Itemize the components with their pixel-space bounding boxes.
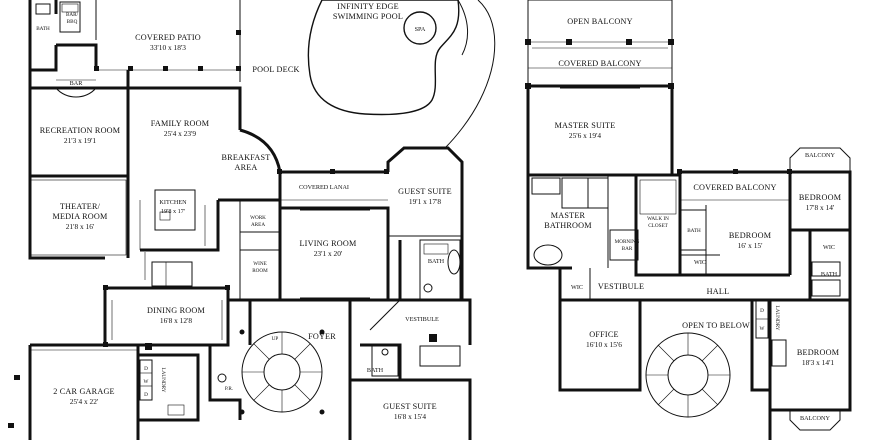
- breakfast-bay: [239, 128, 282, 173]
- bath-mid-label: BATH: [687, 228, 701, 234]
- bath-guest1-label: BATH: [428, 258, 445, 265]
- up-label: UP: [272, 336, 279, 342]
- open-balcony-label: OPEN BALCONY: [567, 17, 632, 26]
- bedroom-3-label: BEDROOM: [797, 348, 840, 357]
- master-bath-label-1: MASTER: [551, 211, 586, 220]
- office-dim: 16'10 x 15'6: [586, 340, 622, 349]
- living-room-label: LIVING ROOM: [299, 239, 357, 248]
- bedroom-2-dim: 16' x 15': [738, 241, 764, 250]
- kitchen-label: KITCHEN: [159, 199, 187, 206]
- bar-bbq-label: BAR/BBQ: [66, 12, 79, 25]
- master-tub: [533, 244, 563, 266]
- bedroom-3-dim: 18'3 x 14'1: [802, 358, 835, 367]
- master-suite-dim: 25'6 x 19'4: [569, 131, 602, 140]
- balcony-bottom-label: BALCONY: [800, 415, 830, 422]
- ground-floor-plan: [8, 0, 496, 440]
- walk-in-closet-label-2: CLOSET: [648, 223, 668, 229]
- master-suite-label: MASTER SUITE: [555, 121, 616, 130]
- stair-treads: [242, 332, 322, 412]
- d-upper-label: D: [760, 308, 764, 314]
- spa-basin: [403, 11, 437, 45]
- pool-deck-curve: [444, 0, 496, 149]
- pool-label-2: SWIMMING POOL: [333, 12, 403, 21]
- covered-balcony-top-label: COVERED BALCONY: [558, 59, 641, 68]
- foyer-label: FOYER: [308, 332, 336, 341]
- kitchen-island: [154, 189, 196, 231]
- covered-lanai-label: COVERED LANAI: [299, 184, 349, 191]
- bar-label: BAR: [70, 80, 84, 87]
- family-room-dim: 25'4 x 23'9: [164, 129, 197, 138]
- ground-floor-labels: BATH BAR/BBQ COVERED PATIO 33'10 x 18'3 …: [36, 2, 452, 421]
- pr-label: P.R.: [225, 386, 233, 392]
- bedroom-2-label: BEDROOM: [729, 231, 772, 240]
- covered-patio-dim: 33'10 x 18'3: [150, 43, 186, 52]
- bedroom-1-dim: 17'8 x 14': [806, 203, 835, 212]
- family-room-label: FAMILY ROOM: [151, 119, 210, 128]
- w-upper-label: W: [760, 326, 765, 332]
- dw-d-label: D: [144, 366, 148, 372]
- recreation-room-label: RECREATION ROOM: [40, 126, 121, 135]
- bath-top-label: BATH: [36, 26, 50, 32]
- open-to-below-label: OPEN TO BELOW: [682, 321, 750, 330]
- theater-dim: 21'8 x 16': [66, 222, 95, 231]
- balcony-bay-top: [789, 147, 851, 172]
- spiral-stair-inner: [263, 353, 301, 391]
- wic-mid-label: WIC: [694, 259, 706, 266]
- morning-bar-label-1: MORNING: [615, 239, 640, 245]
- covered-balcony-mid-label: COVERED BALCONY: [693, 183, 776, 192]
- bar-counter: [55, 87, 97, 98]
- kitchen-dim: 19'8 x 17': [161, 208, 185, 215]
- theater-label-2: MEDIA ROOM: [53, 212, 109, 221]
- bedroom-1-label: BEDROOM: [799, 193, 842, 202]
- recreation-room-dim: 21'3 x 19'1: [64, 136, 97, 145]
- hall-label: HALL: [707, 287, 730, 296]
- bath-right-label: BATH: [821, 271, 838, 278]
- walk-in-closet-label-1: WALK IN: [647, 216, 669, 222]
- wine-room-label-2: ROOM: [252, 268, 268, 274]
- guest-suite-bay: [386, 146, 464, 240]
- morning-bar-label-2: BAR: [622, 246, 633, 252]
- vestibule-upper-label: VESTIBULE: [598, 282, 644, 291]
- wic-right-label: WIC: [823, 244, 835, 251]
- master-bath-label-2: BATHROOM: [544, 221, 592, 230]
- wic-left-label: WIC: [571, 284, 583, 291]
- living-room-dim: 23'1 x 20': [314, 249, 343, 258]
- guest-suite-2-label: GUEST SUITE: [383, 402, 437, 411]
- garage-label: 2 CAR GARAGE: [53, 387, 115, 396]
- garage-dim: 25'4 x 22': [70, 397, 99, 406]
- vestibule-label: VESTIBULE: [405, 316, 439, 323]
- balcony-right-label: BALCONY: [805, 152, 835, 159]
- office-label: OFFICE: [589, 330, 618, 339]
- wine-room-label-1: WINE: [253, 261, 267, 267]
- balcony-bay-bottom: [789, 410, 841, 431]
- dining-room-label: DINING ROOM: [147, 306, 205, 315]
- laundry-upper-label: LAUNDRY: [774, 305, 780, 330]
- pool-label-1: INFINITY EDGE: [337, 2, 399, 11]
- laundry-label: LAUNDRY: [160, 367, 166, 392]
- spa-label: SPA: [415, 26, 426, 33]
- guest-suite-2-dim: 16'8 x 15'4: [394, 412, 427, 421]
- guest-suite-1-label: GUEST SUITE: [398, 187, 452, 196]
- bath-top-fixture: [35, 3, 51, 15]
- breakfast-label-1: BREAKFAST: [222, 153, 271, 162]
- dw-d2-label: D: [144, 392, 148, 398]
- dw-w-label: W: [144, 379, 149, 385]
- bath-guest2-label: BATH: [367, 367, 384, 374]
- theater-label-1: THEATER/: [60, 202, 101, 211]
- tub-guest1: [447, 249, 461, 275]
- dining-room-dim: 16'8 x 12'8: [160, 316, 193, 325]
- guest-suite-1-dim: 19'1 x 17'8: [409, 197, 442, 206]
- pool-deck-label: POOL DECK: [252, 65, 299, 74]
- covered-patio-label: COVERED PATIO: [135, 33, 201, 42]
- work-area-label-2: AREA: [251, 222, 265, 228]
- pool-edge: [457, 0, 468, 56]
- upper-floor-labels: OPEN BALCONY COVERED BALCONY MASTER SUIT…: [544, 17, 841, 422]
- work-area-label-1: WORK: [250, 215, 266, 221]
- upper-floor-plan: [525, 0, 852, 440]
- breakfast-label-2: AREA: [234, 163, 257, 172]
